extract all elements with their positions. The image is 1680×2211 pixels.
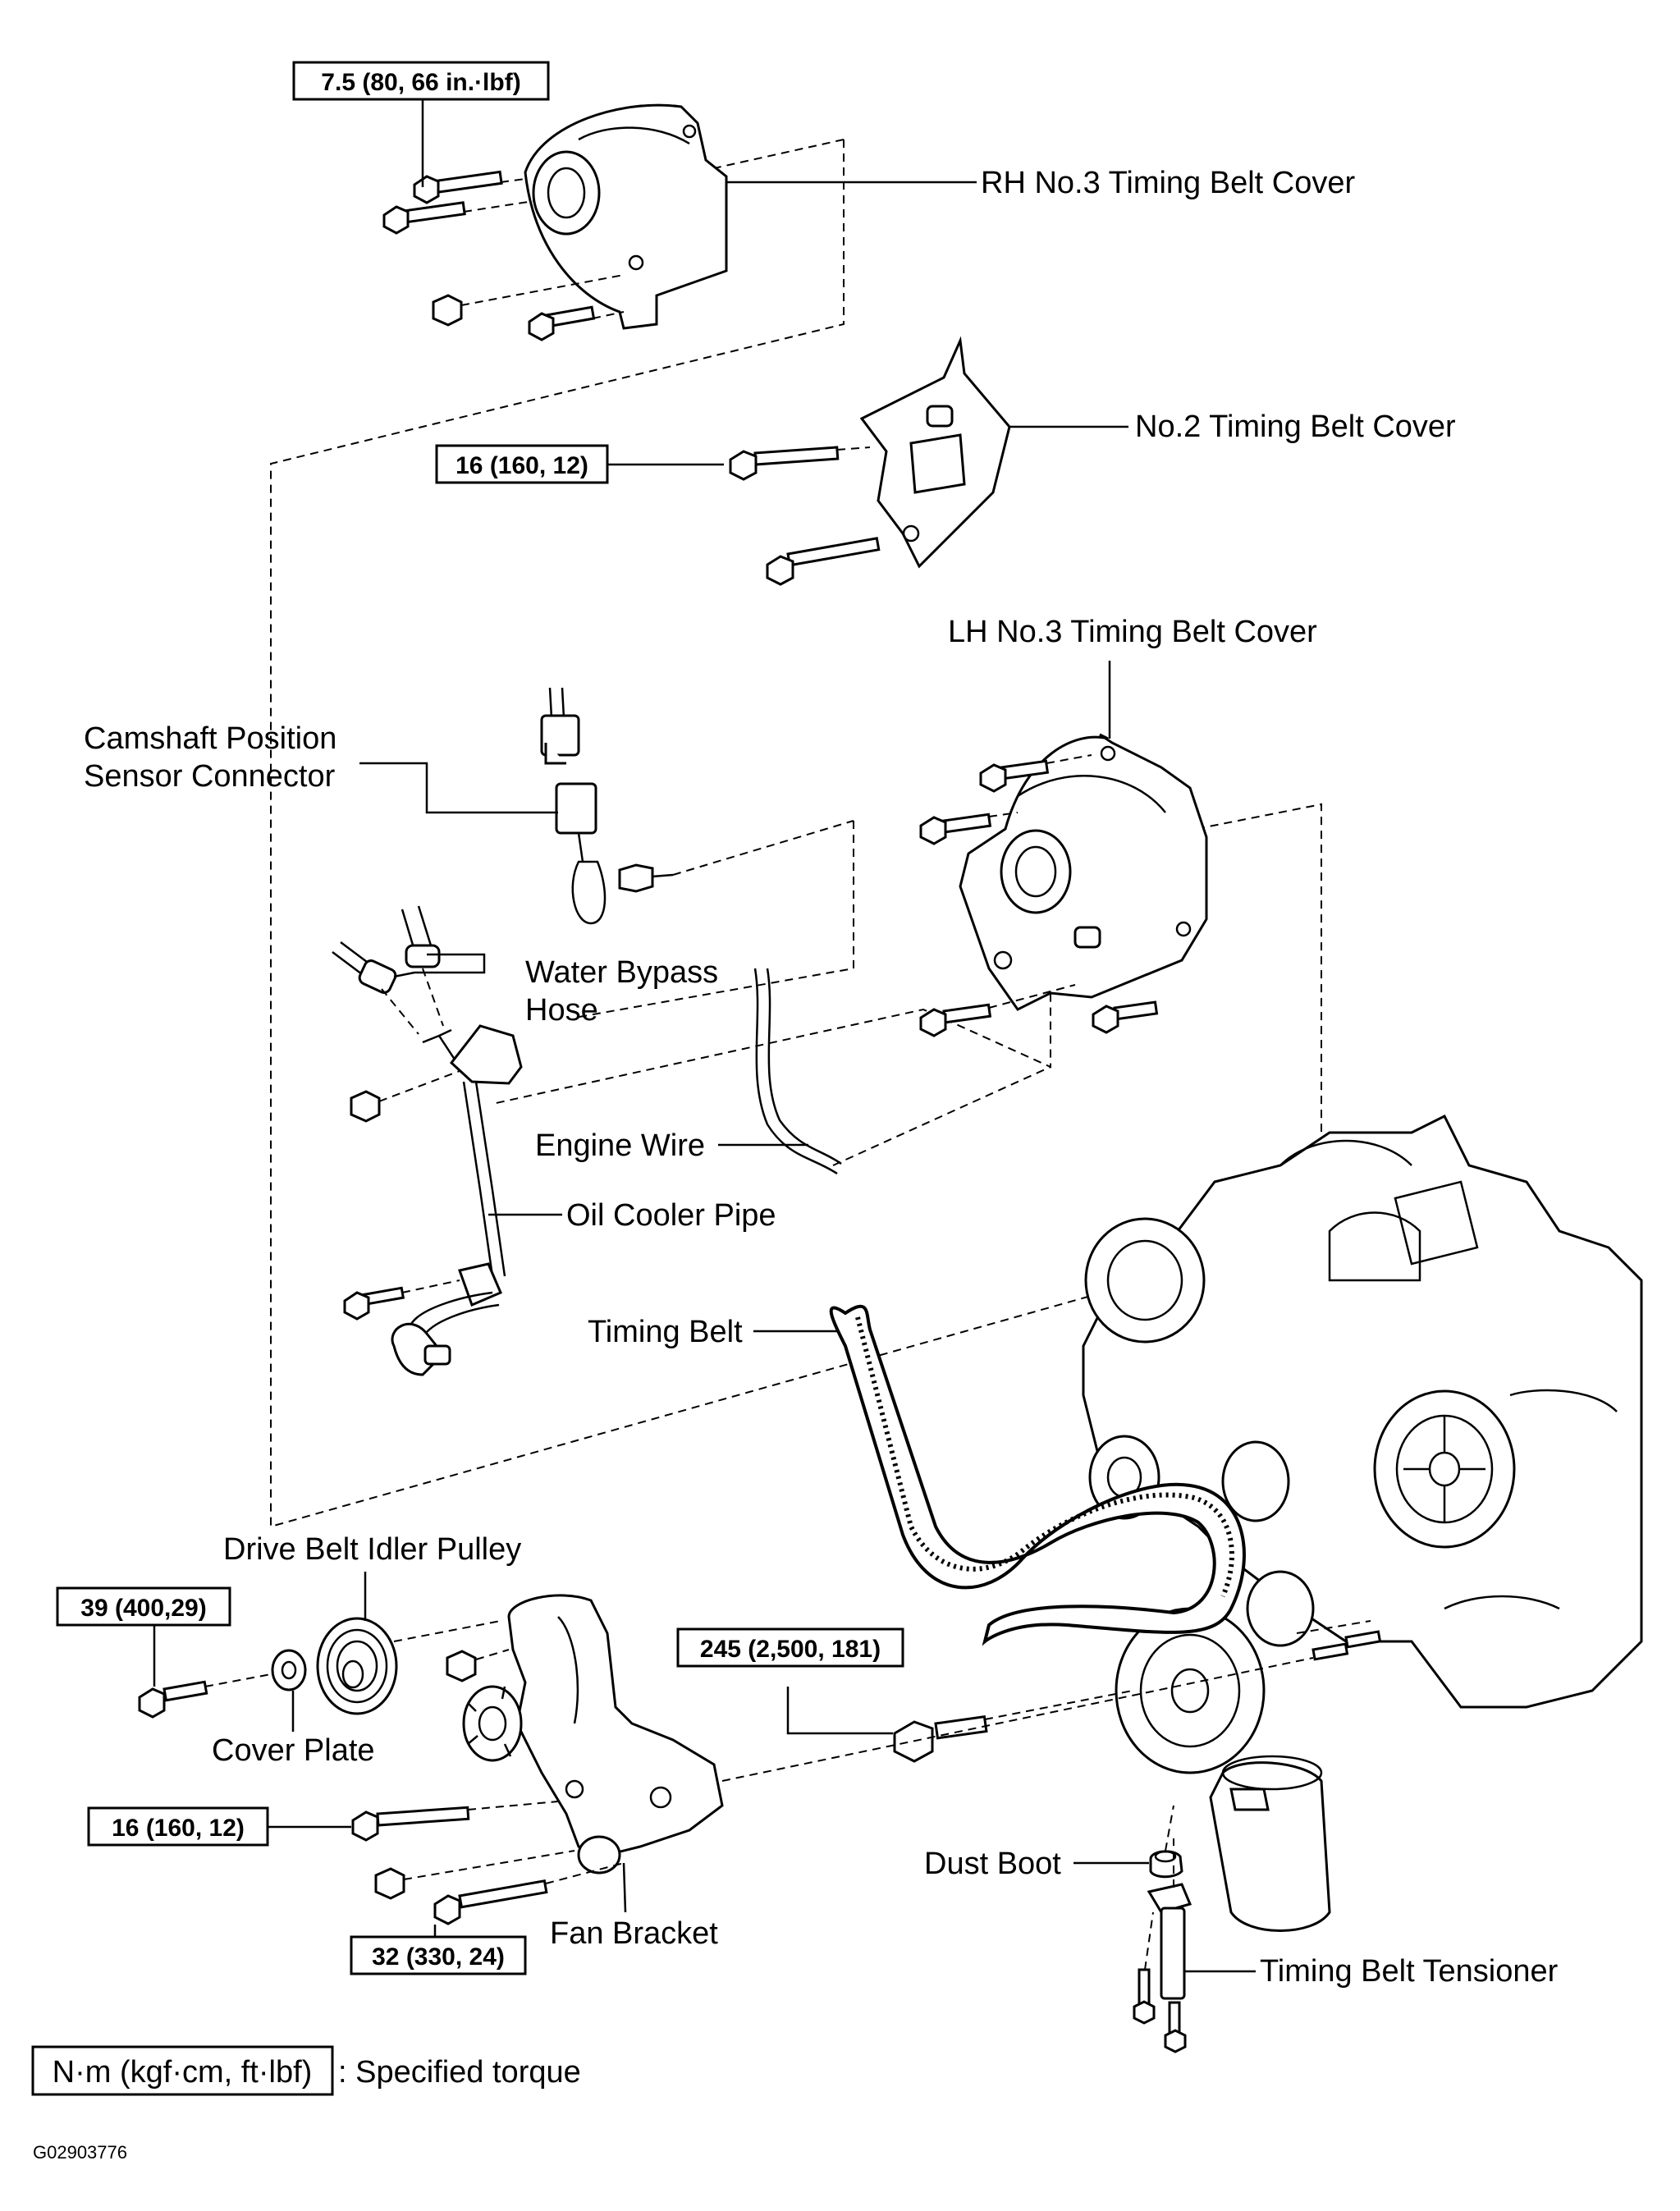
timing-belt-tensioner <box>1133 1755 1331 2053</box>
figure-code: G02903776 <box>33 2142 127 2163</box>
torque-box-rh-cover: 7.5 (80, 66 in.·lbf) <box>292 61 550 101</box>
label-water-bypass-line1: Water Bypass <box>525 955 718 990</box>
torque-box-fan-bracket-nut: 32 (330, 24) <box>350 1935 527 1975</box>
camshaft-pulleys <box>1084 1217 1516 1549</box>
drive-belt-idler-pulley <box>316 1617 398 1715</box>
torque-rh-cover: 7.5 (80, 66 in.·lbf) <box>321 69 520 96</box>
torque-idler-pulley: 39 (400,29) <box>80 1595 206 1622</box>
camshaft-position-sensor-connector <box>540 687 854 925</box>
idler-pulleys-engine <box>1088 1435 1315 1647</box>
engine-wire <box>753 968 1051 1175</box>
label-lh-no3-cover: LH No.3 Timing Belt Cover <box>948 615 1317 649</box>
legend: N·m (kgf·cm, ft·lbf) : Specified torque <box>31 2045 581 2096</box>
rh-cover-bolts <box>382 170 625 341</box>
label-cover-plate: Cover Plate <box>212 1733 375 1768</box>
label-camshaft-sensor-line2: Sensor Connector <box>84 759 336 794</box>
crankshaft-pulley-bolt <box>721 1620 1382 1782</box>
water-bypass-hose <box>332 905 444 1035</box>
torque-fan-bracket-nut: 32 (330, 24) <box>372 1943 505 1971</box>
label-camshaft-sensor-line1: Camshaft Position <box>84 721 336 756</box>
lh-cover-bolts <box>919 754 1159 1037</box>
label-rh-no3-cover: RH No.3 Timing Belt Cover <box>981 166 1355 200</box>
dust-boot <box>1149 1805 1183 1879</box>
torque-box-crank-bolt: 245 (2,500, 181) <box>676 1627 904 1668</box>
timing-belt <box>829 1304 1246 1646</box>
label-fan-bracket: Fan Bracket <box>550 1916 718 1951</box>
torque-no2-cover: 16 (160, 12) <box>455 452 588 479</box>
fan-bracket <box>446 1594 724 1875</box>
rh-no3-timing-belt-cover <box>524 103 728 330</box>
label-engine-wire: Engine Wire <box>535 1128 705 1163</box>
label-tensioner: Timing Belt Tensioner <box>1260 1954 1559 1989</box>
label-no2-cover: No.2 Timing Belt Cover <box>1135 410 1456 444</box>
torque-box-no2-cover: 16 (160, 12) <box>435 444 609 484</box>
no2-timing-belt-cover <box>859 336 1011 569</box>
torque-box-fan-bracket-bolt: 16 (160, 12) <box>87 1806 269 1847</box>
torque-fan-bracket-bolt: 16 (160, 12) <box>112 1815 245 1842</box>
idler-pulley-bolt <box>138 1620 501 1719</box>
label-dust-boot: Dust Boot <box>924 1847 1061 1881</box>
legend-box-text: N·m (kgf·cm, ft·lbf) <box>53 2055 313 2090</box>
label-idler-pulley: Drive Belt Idler Pulley <box>223 1532 521 1567</box>
legend-description: : Specified torque <box>338 2055 581 2090</box>
leader-lines <box>153 100 1256 1973</box>
crankshaft-pulley <box>1115 1607 1266 1774</box>
label-oil-cooler-pipe: Oil Cooler Pipe <box>566 1198 776 1233</box>
assembly-outline <box>270 139 1322 1528</box>
label-water-bypass-line2: Hose <box>525 993 598 1028</box>
label-timing-belt: Timing Belt <box>588 1315 743 1349</box>
oil-cooler-pipe <box>343 1024 523 1376</box>
cover-plate <box>271 1649 307 1691</box>
fan-bracket-bolts <box>351 1801 625 1925</box>
torque-box-idler-pulley: 39 (400,29) <box>56 1586 231 1627</box>
no2-cover-bolts <box>729 446 881 586</box>
torque-crank-bolt: 245 (2,500, 181) <box>700 1636 881 1663</box>
lh-no3-timing-belt-cover <box>959 733 1208 1011</box>
engine-block <box>1082 1114 1643 1709</box>
